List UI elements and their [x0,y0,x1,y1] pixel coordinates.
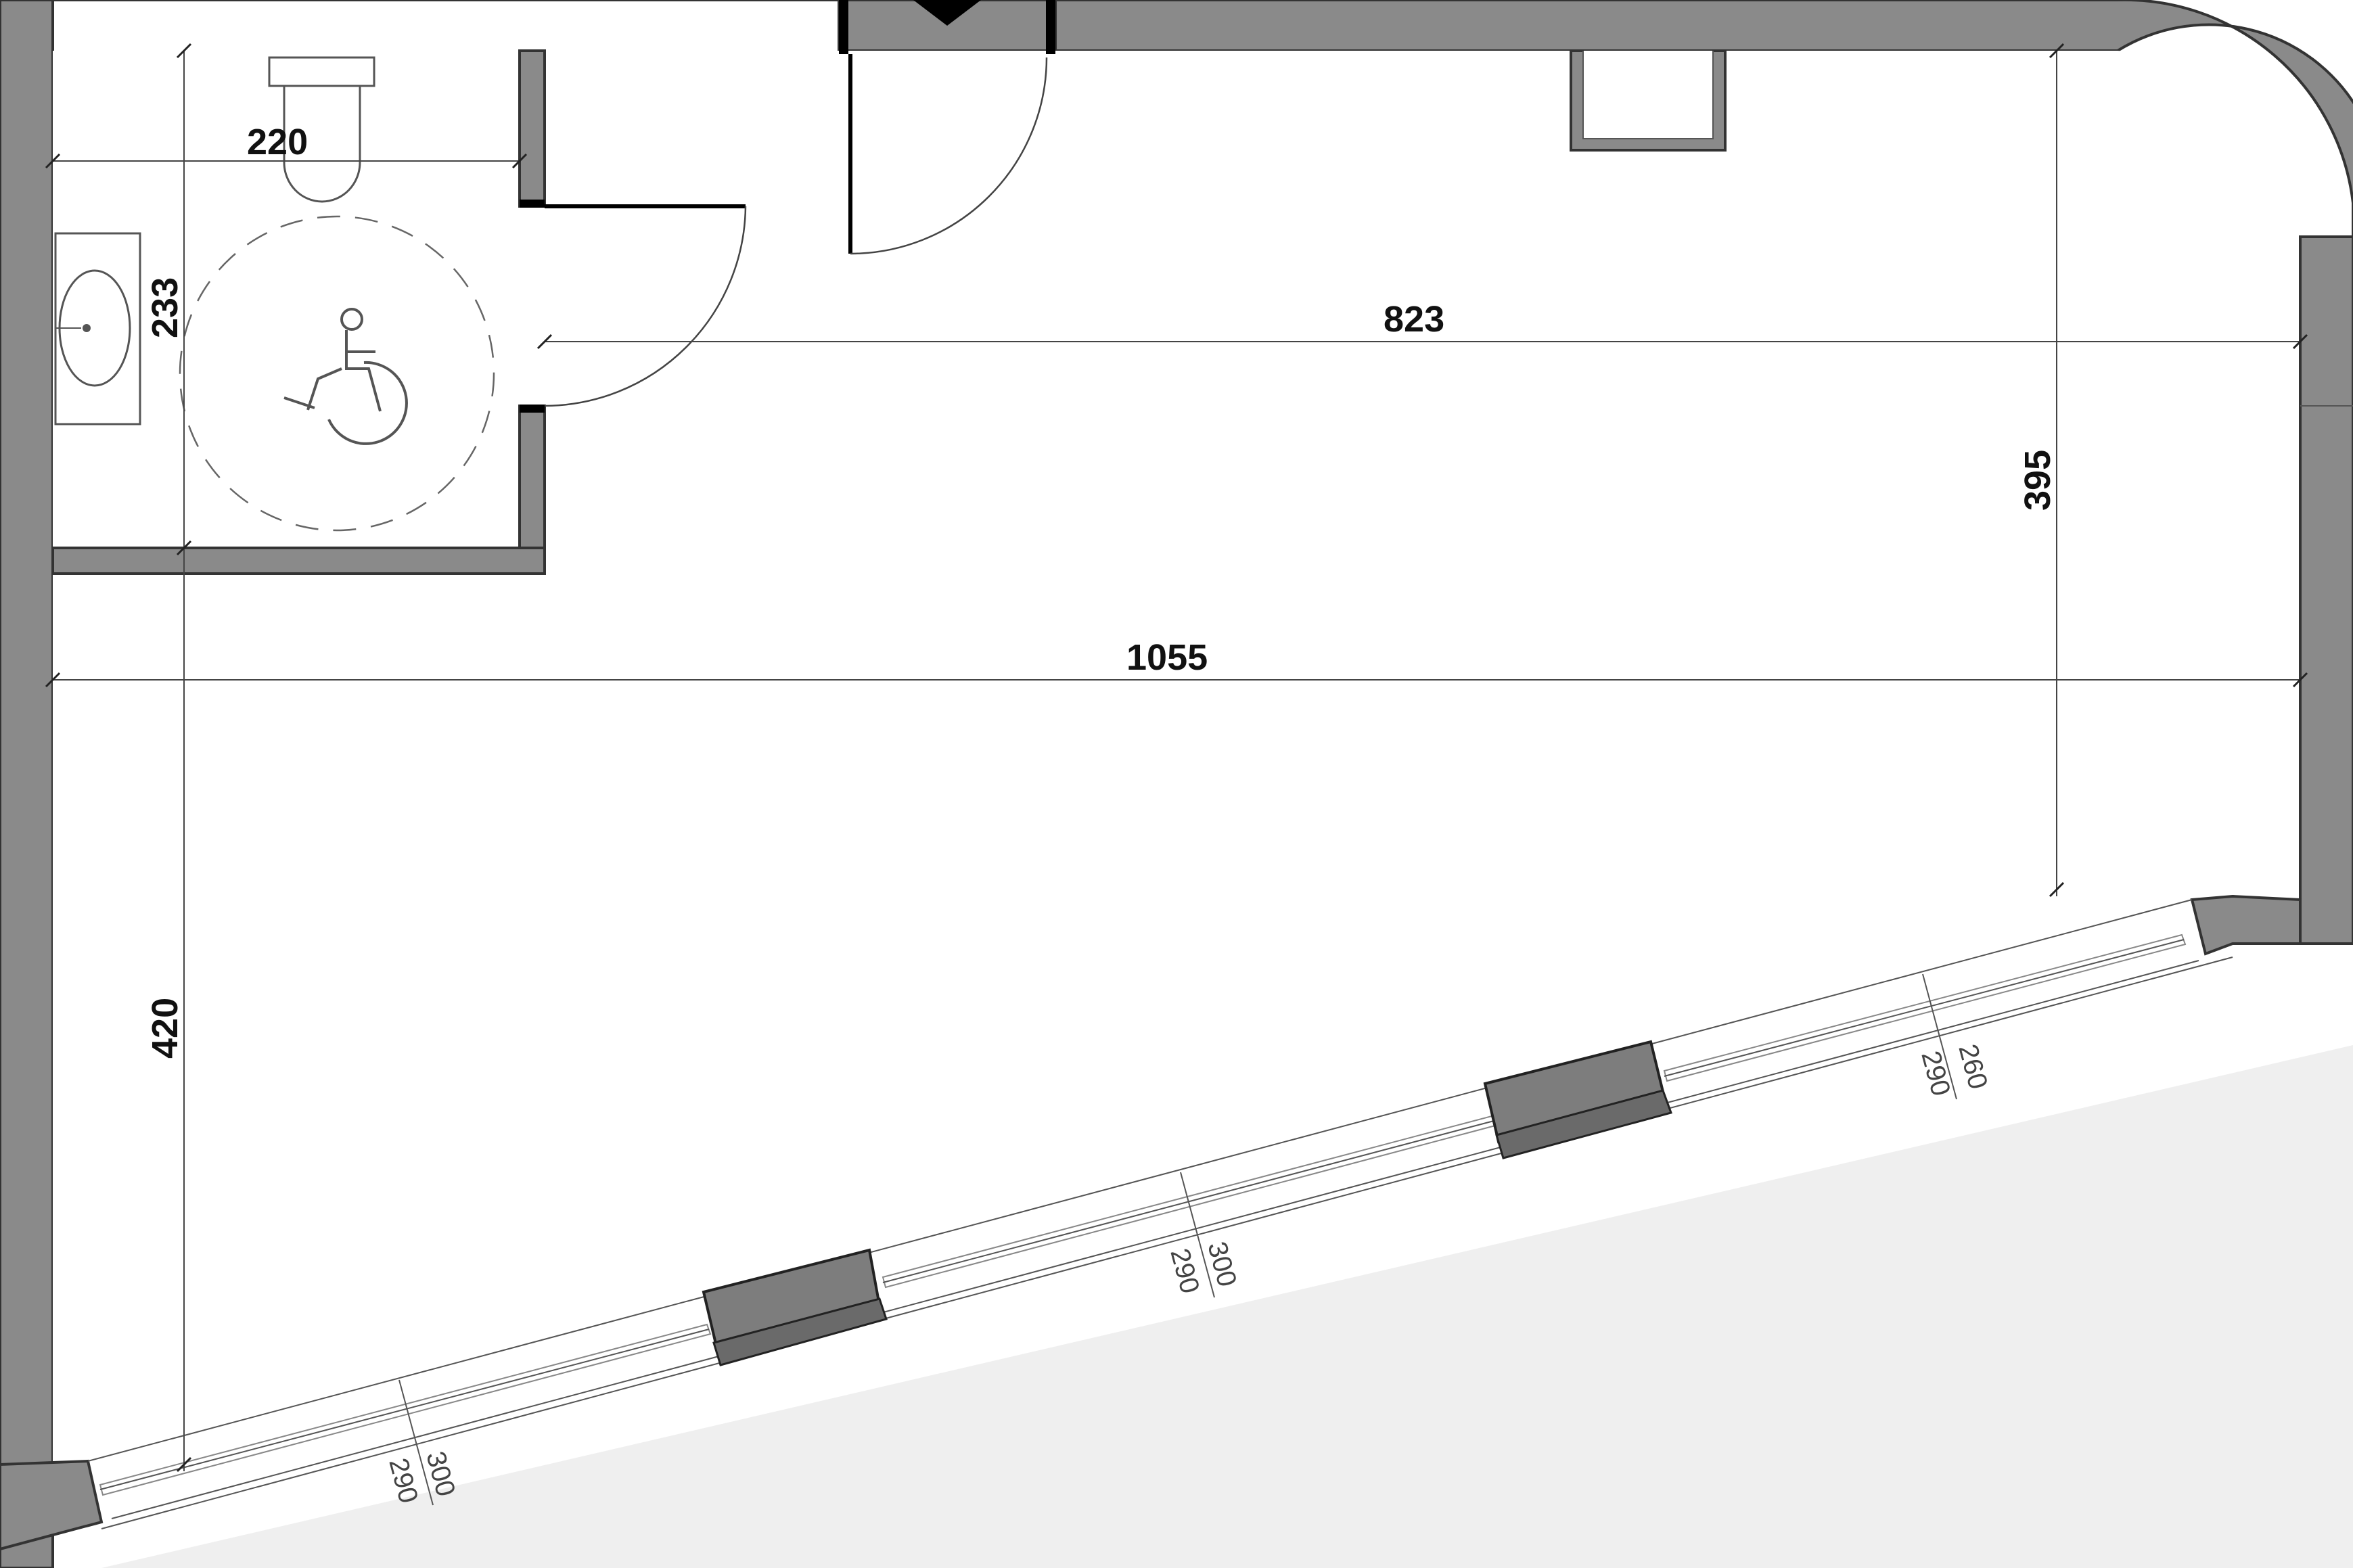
dim-label-upper-width: 823 [1384,299,1444,340]
wc-door-swing [544,206,747,407]
dimension-right-vertical [2049,43,2065,898]
entrance-door-swing [850,57,1048,255]
facade-inner-line [87,899,2193,1462]
washbasin-icon [54,232,141,425]
wc-wall-right-upper [518,49,546,208]
turning-circle [179,215,495,532]
window-2-bottom-label: 290 [1164,1245,1205,1297]
facade-outer-line [101,956,2233,1529]
outer-walls [0,0,2353,945]
dim-label-left-depth: 420 [145,998,185,1059]
facade-pier-2 [1483,1040,1672,1159]
window-3-top-label: 260 [1952,1041,1993,1092]
dim-label-right-depth: 395 [2017,450,2058,511]
dimension-wc-width [45,153,528,169]
dim-label-wc-depth: 233 [145,277,185,338]
window-2-top-label: 300 [1202,1239,1242,1290]
terrace-area [101,1045,2353,1568]
dimension-total-width [45,672,2308,688]
dim-label-wc-width: 220 [247,122,308,162]
corner-pier-right [2190,894,2302,956]
window-3-bottom-label: 290 [1915,1048,1956,1099]
window-1-bottom-label: 290 [383,1455,424,1506]
left-wall [0,0,54,1568]
toilet-icon [268,56,375,203]
room-interior [53,51,2300,1465]
dimension-upper-width [536,333,2308,350]
window-1-top-label: 300 [420,1448,461,1500]
window-1-glazing [99,1323,712,1496]
dimension-left-vertical [176,43,192,1473]
wc-wall-bottom [51,547,546,575]
corner-pier-left [0,1459,104,1551]
dim-label-total-width: 1055 [1126,637,1208,678]
window-3-glazing [1663,933,2187,1082]
wheelchair-accessibility-icon [283,308,408,445]
right-wall-inner [2299,235,2353,945]
facade-pier-1 [702,1248,888,1366]
